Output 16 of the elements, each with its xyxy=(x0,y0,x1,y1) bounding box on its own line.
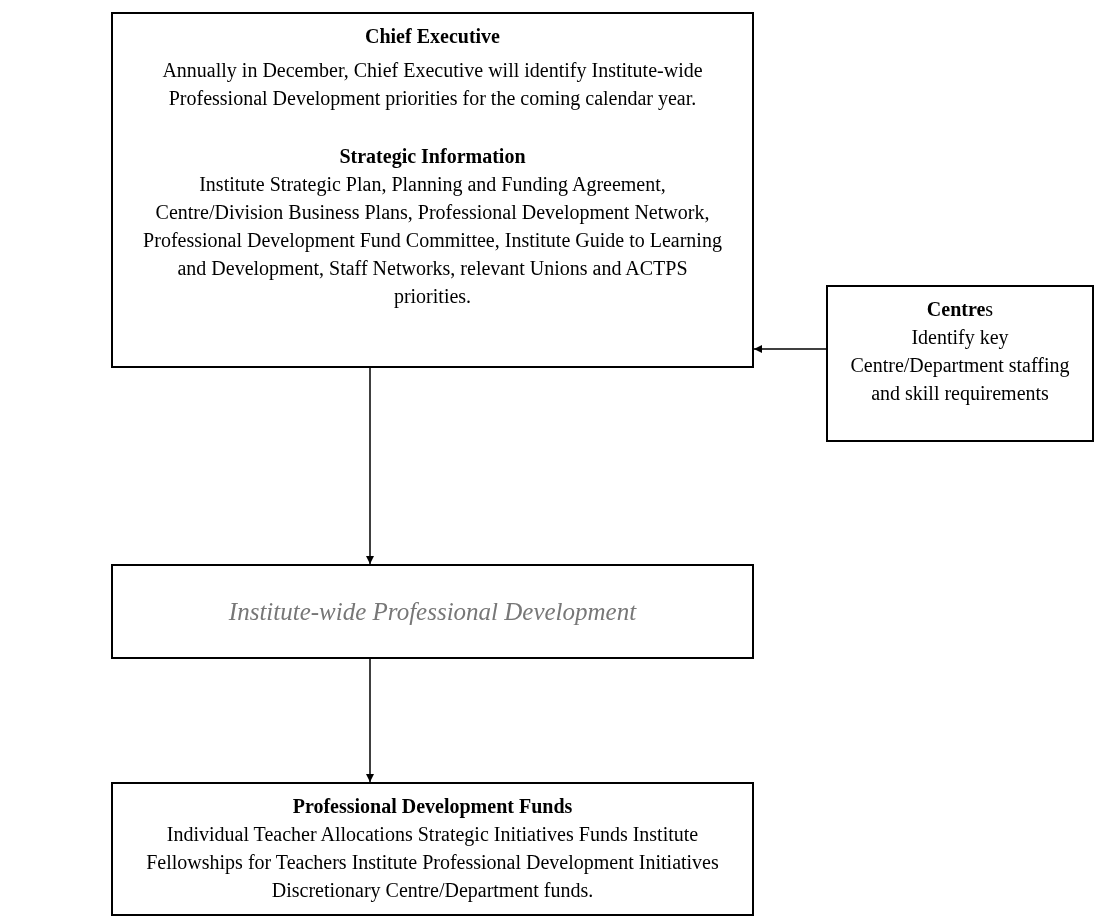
body-text: Individual Teacher Allocations Strategic Initiatives Funds Institute Fellowships for Teachers Institute Professional Development Initiatives Discretionary Centre/Department funds. xyxy=(145,822,720,904)
heading: Professional Development Funds xyxy=(291,794,574,820)
process-box xyxy=(826,285,1094,442)
body-text: Institute Strategic Plan, Planning and Funding Agreement, Centre/Division Business Plans, Professional Development Network, Professional Development Fund Committee, Institute Guide to Learning and Development, Staff Networks, relevant Unions and ACTPS priorities. xyxy=(142,172,723,310)
stage-box xyxy=(111,564,754,659)
arrow xyxy=(753,345,827,353)
stage-label: Institute-wide Professional Development xyxy=(228,597,637,627)
heading: Chief Executive xyxy=(364,24,501,49)
arrow xyxy=(366,367,374,565)
heading: Centres xyxy=(925,297,995,322)
body-text: Annually in December, Chief Executive will identify Institute-wide Professional Development priorities for the coming calendar year. xyxy=(161,58,704,112)
body-text: Identify key Centre/Department staffing and skill requirements xyxy=(849,325,1071,407)
process-box xyxy=(111,782,754,916)
process-box xyxy=(111,12,754,368)
arrow xyxy=(366,658,374,783)
heading: Strategic Information xyxy=(338,144,527,170)
